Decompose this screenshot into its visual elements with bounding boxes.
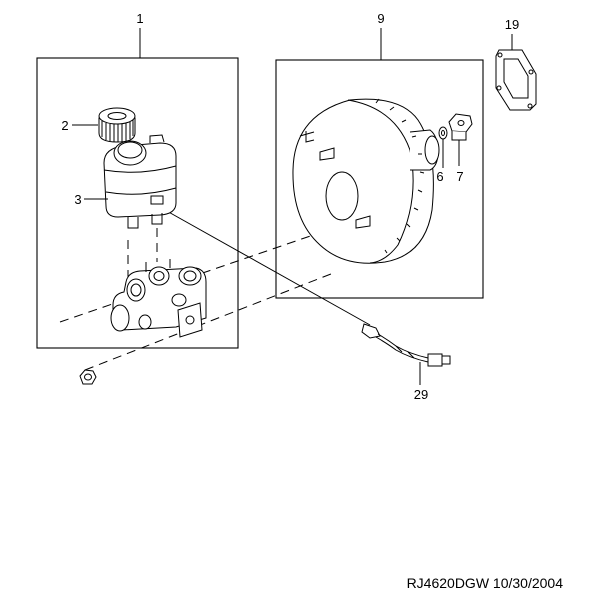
callout-29: 29 (414, 387, 428, 402)
drawing-reference: RJ4620DGW 10/30/2004 (407, 575, 564, 591)
booster-washer (438, 126, 448, 140)
master-cylinder-group-box (36, 57, 239, 349)
callout-3: 3 (74, 192, 81, 207)
sensor-lead-line (164, 209, 371, 326)
callout-7: 7 (456, 169, 463, 184)
callout-19: 19 (505, 17, 519, 32)
callout-1: 1 (136, 11, 143, 26)
callout-6: 6 (436, 169, 443, 184)
reservoir-tank (103, 134, 177, 229)
mounting-nut (79, 369, 97, 385)
callout-2: 2 (61, 118, 68, 133)
callout-9: 9 (377, 11, 384, 26)
booster-clevis (448, 113, 473, 141)
brake-booster-group-box (275, 59, 484, 299)
sensor-wire-harness (361, 323, 451, 367)
master-cylinder-body (110, 259, 207, 338)
brake-booster (292, 98, 440, 264)
reservoir-cap (98, 107, 136, 143)
booster-gasket (495, 49, 537, 111)
